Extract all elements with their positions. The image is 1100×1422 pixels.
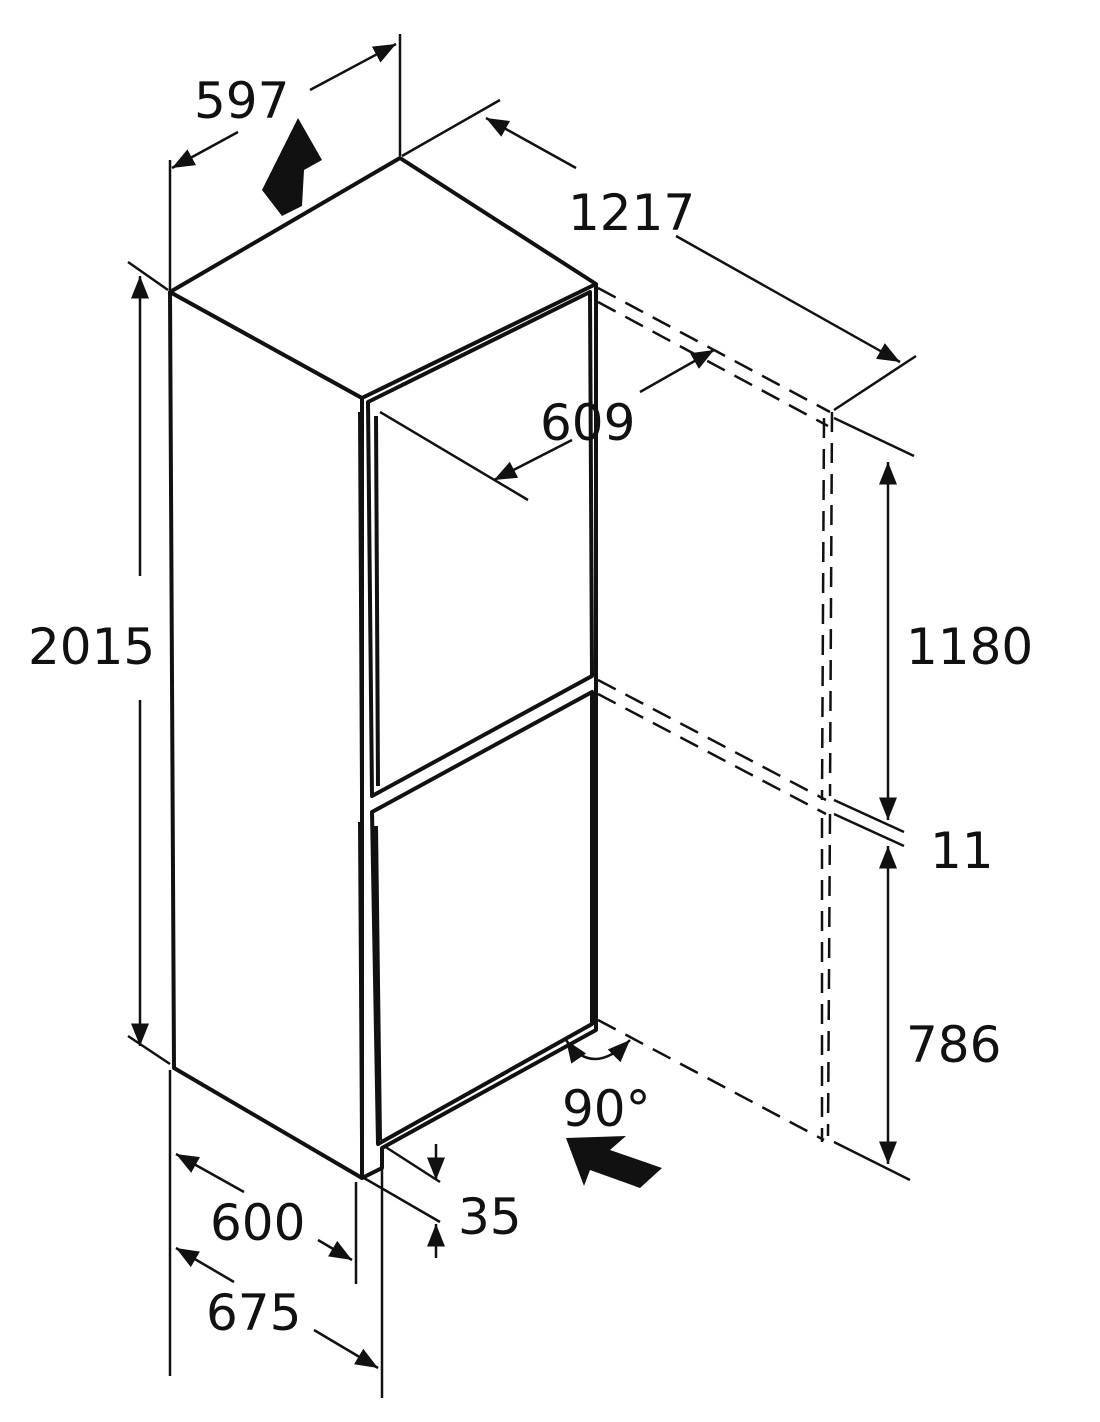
- label-lower-height: 786: [906, 1016, 1001, 1074]
- dim-597-right: [309, 42, 397, 92]
- lower-door: [370, 690, 594, 1146]
- dim-609-upper: [639, 348, 715, 394]
- dim-609-lower: [493, 438, 573, 482]
- label-gap: 11: [930, 822, 994, 880]
- upper-door-hinge-strip: [358, 411, 364, 791]
- dim-600-left: [175, 1152, 245, 1194]
- lower-door-open-edge-2: [826, 813, 832, 1137]
- fridge-cabinet: [168, 156, 598, 1180]
- label-depth-top: 1217: [568, 184, 695, 242]
- ext-gap-top: [833, 798, 905, 834]
- cabinet-side-face: [168, 290, 364, 1180]
- upper-door-open-edge-2: [828, 411, 834, 797]
- upper-door-handle-strip: [374, 415, 380, 787]
- ext-35-top: [383, 1144, 441, 1184]
- cabinet-base-edge: [361, 1020, 598, 1180]
- ext-1217-left: [401, 98, 501, 158]
- label-door-open-depth: 609: [540, 394, 635, 452]
- ext-35-bottom: [363, 1176, 441, 1224]
- rotation-arc-icon: [564, 1039, 631, 1064]
- upper-door-open-bottom: [597, 678, 827, 802]
- label-width-bottom: 600: [210, 1194, 305, 1252]
- label-door-angle: 90°: [562, 1080, 651, 1138]
- ext-609-door: [379, 410, 529, 502]
- dimension-labels: 597 1217 609 2015 1180 11 786 90° 600 67…: [28, 72, 1033, 1342]
- upper-door: [366, 290, 594, 798]
- lower-door-handle-strip: [374, 825, 382, 1141]
- label-width-with-handle: 675: [206, 1284, 301, 1342]
- fridge-doors: [358, 290, 594, 1146]
- ext-2015-top: [127, 260, 169, 292]
- ext-2015-bottom: [127, 1034, 171, 1066]
- ext-1180-top: [833, 416, 915, 458]
- dimension-lines: [127, 34, 917, 1398]
- dim-597-left: [171, 130, 239, 170]
- ext-gap-bottom: [833, 812, 905, 848]
- ext-1217-right: [833, 354, 917, 412]
- dim-675-right: [313, 1328, 379, 1370]
- lower-door-open-bottom: [597, 1018, 825, 1142]
- dim-600-right: [317, 1238, 353, 1262]
- label-upper-height: 1180: [906, 618, 1033, 676]
- dim-1217-left: [485, 116, 577, 170]
- label-width-top: 597: [194, 72, 289, 130]
- upper-door-open-edge: [820, 417, 826, 801]
- ventilation-up-arrow-icon: [262, 118, 322, 216]
- lower-door-hinge-strip: [358, 821, 364, 1141]
- lower-door-open-top: [597, 692, 827, 816]
- ventilation-in-arrow-icon: [566, 1136, 662, 1188]
- dim-675-left: [175, 1246, 235, 1284]
- label-height-total: 2015: [28, 618, 155, 676]
- dim-1217-right: [675, 234, 901, 364]
- label-handle-gap: 35: [458, 1188, 522, 1246]
- ext-786-bottom: [833, 1140, 911, 1182]
